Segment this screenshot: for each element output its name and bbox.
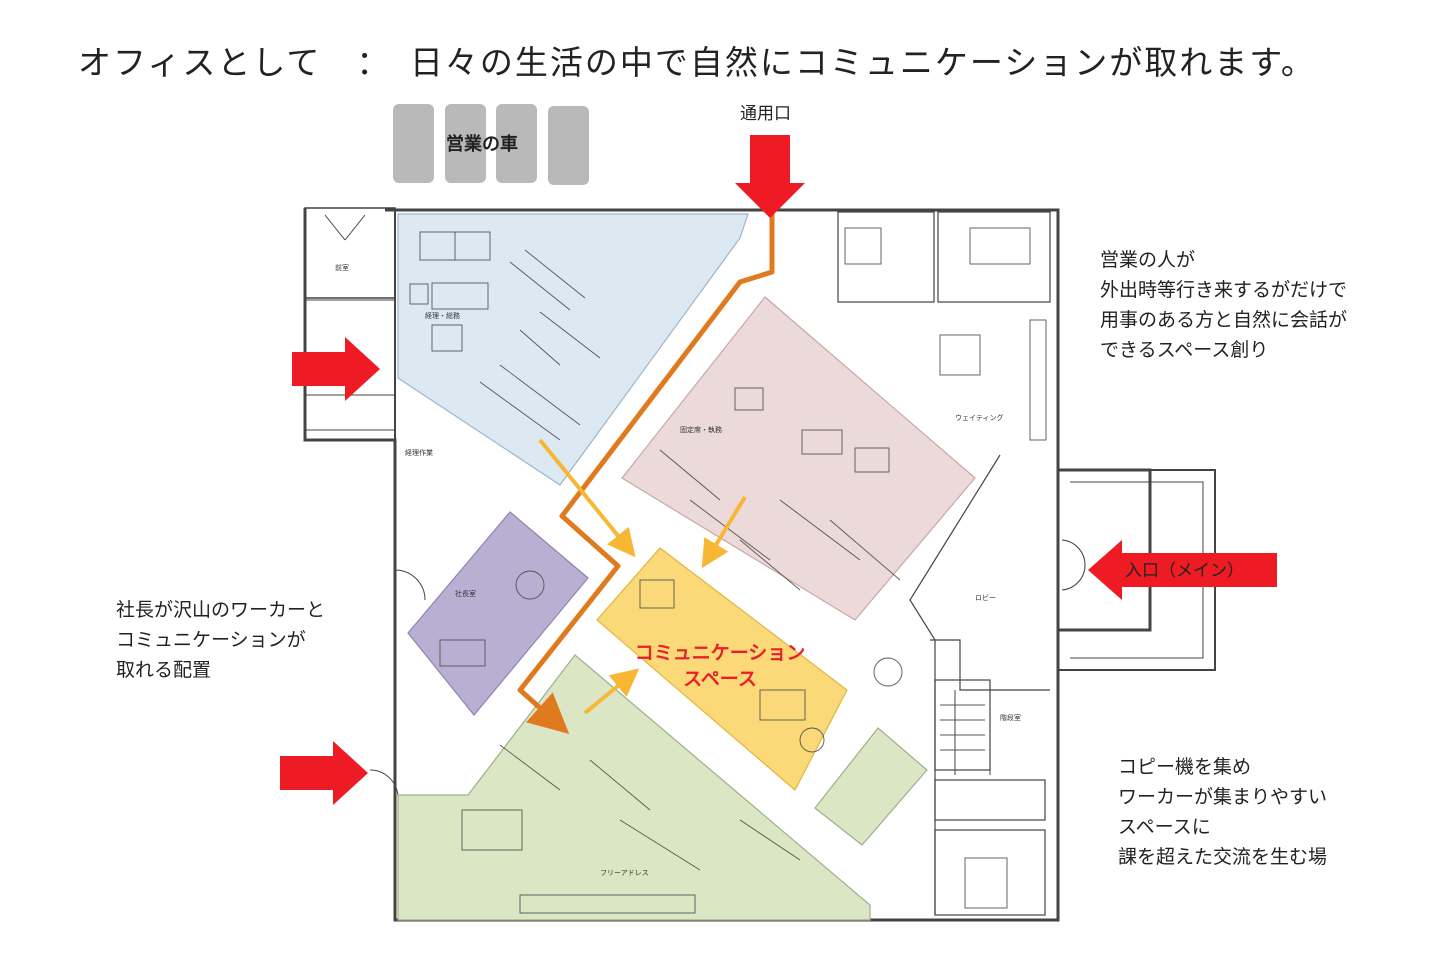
sales-note-line: 外出時等行き来するがだけで — [1100, 279, 1348, 301]
svg-text:経理・総務: 経理・総務 — [425, 311, 460, 320]
side-entrance-arrow-upper — [292, 337, 380, 401]
building-walls — [303, 207, 1216, 922]
page-title: オフィスとして ： 日々の生活の中で自然にコミュニケーションが取れます。 — [78, 43, 1316, 82]
president-note-line: 社長が沢山のワーカーと — [116, 599, 326, 621]
president-note-line: 取れる配置 — [116, 659, 212, 681]
zone-communication-space — [596, 547, 848, 791]
zone-fixed-desks — [621, 296, 976, 621]
svg-text:階段室: 階段室 — [1000, 713, 1021, 722]
zone-accounting — [397, 213, 749, 486]
car-1 — [393, 104, 434, 183]
svg-text:フリーアドレス: フリーアドレス — [600, 869, 649, 877]
main-entrance-label: 入口（メイン） — [1125, 561, 1244, 581]
service-entrance-label: 通用口 — [740, 104, 791, 124]
zone-copy-area — [814, 727, 928, 846]
copy-area-note-line: コピー機を集め — [1118, 756, 1252, 778]
svg-text:固定席・執務: 固定席・執務 — [680, 425, 722, 434]
svg-text:ロビー: ロビー — [975, 593, 996, 602]
car-2 — [445, 104, 486, 183]
communication-space-label: コミュニケーション スペース — [620, 640, 820, 692]
main-entrance-arrow — [1088, 540, 1277, 600]
sales-note-line: できるスペース創り — [1100, 339, 1269, 361]
copy-area-note: コピー機を集め ワーカーが集まりやすい スペースに 課を超えた交流を生む場 — [1118, 752, 1327, 872]
sales-note-line: 用事のある方と自然に会話が — [1100, 309, 1348, 331]
copy-area-note-line: ワーカーが集まりやすい — [1118, 786, 1328, 808]
zone-free-address — [397, 654, 871, 921]
svg-text:前室: 前室 — [335, 263, 349, 272]
sales-note-line: 営業の人が — [1100, 249, 1196, 271]
car-3 — [496, 104, 537, 183]
svg-text:社長室: 社長室 — [455, 589, 476, 598]
side-entrance-arrow-lower — [280, 741, 368, 805]
plan-tiny-labels: 経理・総務 固定席・執務 社長室 フリーアドレス ロビー ウェイティング 階段室… — [335, 263, 1021, 877]
sales-note: 営業の人が 外出時等行き来するがだけで 用事のある方と自然に会話が できるスペー… — [1100, 245, 1347, 365]
furniture — [409, 227, 1047, 914]
copy-area-note-line: スペースに — [1118, 816, 1211, 838]
zone-president-room — [407, 511, 589, 716]
sales-cars-label: 営業の車 — [446, 134, 518, 155]
circulation-path — [517, 205, 775, 735]
entrance-arrows — [280, 135, 1277, 805]
communication-space-label-line1: コミュニケーション — [634, 642, 806, 664]
communication-space-label-line2: スペース — [683, 668, 757, 690]
flow-arrows — [538, 438, 747, 715]
president-note: 社長が沢山のワーカーと コミュニケーションが 取れる配置 — [116, 595, 325, 685]
copy-area-note-line: 課を超えた交流を生む場 — [1118, 846, 1328, 868]
service-entrance-arrow — [735, 135, 805, 218]
president-note-line: コミュニケーションが — [116, 629, 306, 651]
car-4 — [548, 106, 589, 185]
svg-text:ウェイティング: ウェイティング — [955, 413, 1003, 422]
svg-text:経理作業: 経理作業 — [405, 448, 433, 457]
